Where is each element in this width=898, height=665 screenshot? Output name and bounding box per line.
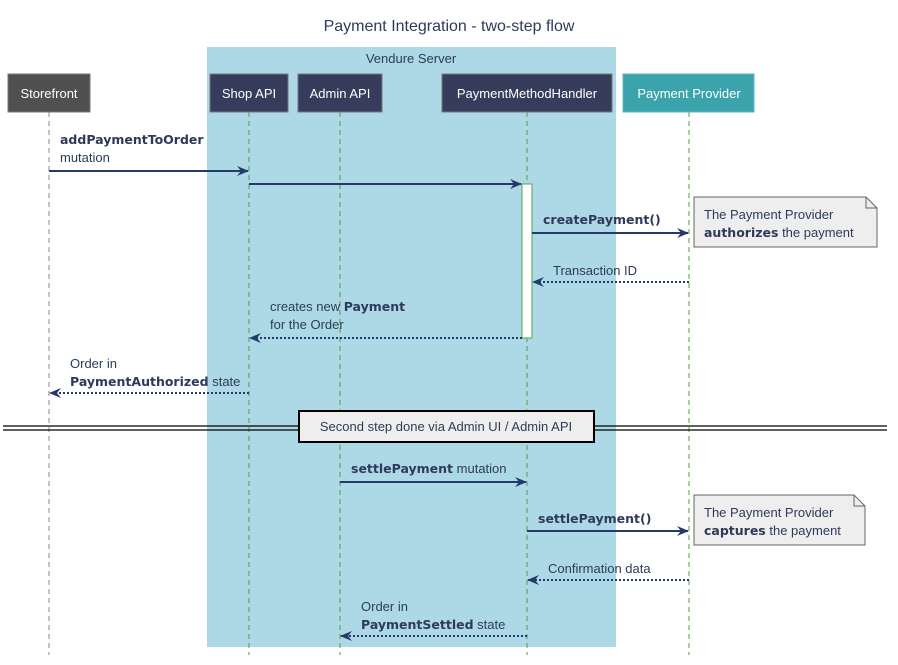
svg-text:The Payment Provider: The Payment Provider: [704, 207, 834, 222]
msg-settle-mutation-label: settlePayment mutation: [351, 461, 507, 476]
diagram-title: Payment Integration - two-step flow: [324, 18, 575, 35]
participant-shop-api: Shop API: [209, 73, 289, 113]
msg-order-settled-label: Order in: [361, 599, 408, 614]
participant-storefront: Storefront: [7, 73, 91, 113]
note-captures: The Payment Provider captures the paymen…: [693, 494, 866, 546]
msg-creates-payment-label: creates new Payment: [270, 299, 405, 314]
msg-confirmation-label: Confirmation data: [548, 561, 651, 576]
svg-text:Second step done via Admin UI: Second step done via Admin UI / Admin AP…: [320, 419, 572, 434]
msg-add-payment-sub: mutation: [60, 150, 110, 165]
msg-create-payment-label: createPayment(): [543, 212, 661, 227]
msg-order-authorized-sub: PaymentAuthorized state: [70, 374, 240, 389]
step-divider: Second step done via Admin UI / Admin AP…: [3, 410, 887, 443]
participant-admin-api: Admin API: [297, 73, 383, 113]
msg-transaction-id-label: Transaction ID: [553, 263, 637, 278]
msg-creates-payment-sub: for the Order: [270, 317, 344, 332]
vendure-server-label: Vendure Server: [366, 51, 457, 66]
svg-text:Storefront: Storefront: [20, 86, 77, 101]
svg-text:captures the payment: captures the payment: [704, 523, 841, 538]
participant-payment-provider: Payment Provider: [622, 73, 755, 113]
activation-bar: [521, 183, 533, 339]
msg-order-settled-sub: PaymentSettled state: [361, 617, 505, 632]
svg-text:authorizes the payment: authorizes the payment: [704, 225, 854, 240]
svg-text:PaymentMethodHandler: PaymentMethodHandler: [457, 86, 598, 101]
msg-add-payment-label: addPaymentToOrder: [60, 132, 204, 147]
svg-text:Payment Provider: Payment Provider: [637, 86, 741, 101]
msg-settle-payment-label: settlePayment(): [538, 511, 651, 526]
msg-order-authorized-label: Order in: [70, 356, 117, 371]
note-authorizes: The Payment Provider authorizes the paym…: [693, 196, 878, 248]
participant-payment-method-handler: PaymentMethodHandler: [441, 73, 613, 113]
vendure-server-box: [207, 47, 616, 647]
svg-text:Shop API: Shop API: [222, 86, 276, 101]
svg-text:Admin API: Admin API: [310, 86, 371, 101]
svg-text:The Payment Provider: The Payment Provider: [704, 505, 834, 520]
